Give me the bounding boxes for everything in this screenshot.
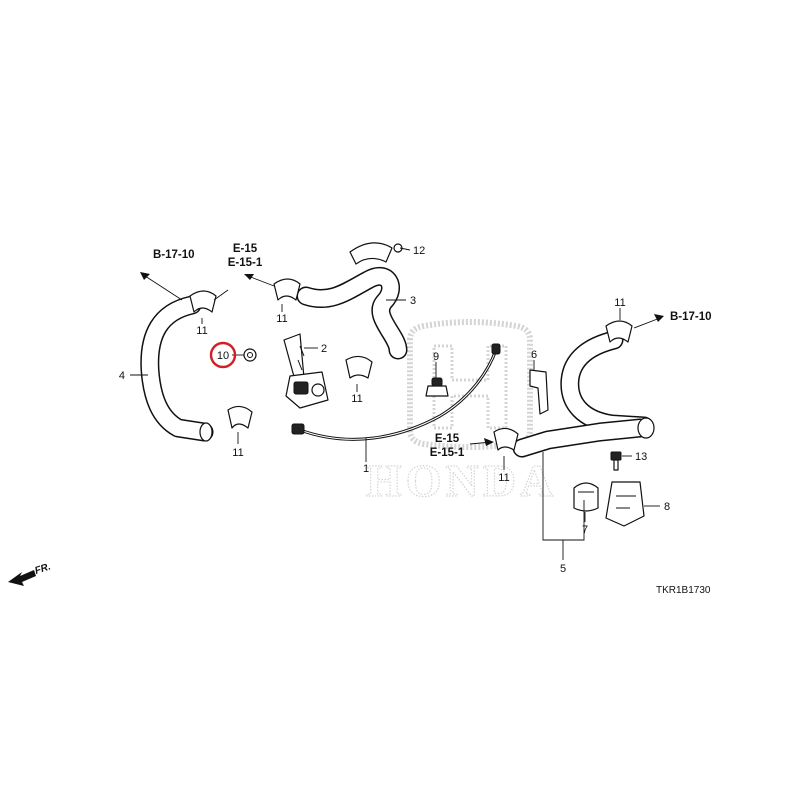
callout-labels: 4 2 3 12 10 1 9 6 5 7 8 13 11 11 11 11 1… <box>119 245 670 575</box>
clip-7 <box>573 482 599 512</box>
callout-11-left: 11 <box>196 325 207 337</box>
callout-13: 13 <box>635 451 647 463</box>
hose-4 <box>140 295 214 442</box>
reference-labels: B-17-10 E-15 E-15-1 B-17-10 E-15 E-15-1 <box>153 243 712 459</box>
callout-8: 8 <box>664 501 670 513</box>
callout-6: 6 <box>531 349 537 361</box>
grommet-9 <box>425 377 449 397</box>
honda-wordmark: HONDA <box>366 455 557 506</box>
callout-11-lower-right: 11 <box>498 472 509 484</box>
honda-emblem-icon <box>407 319 533 450</box>
front-marker: FR. <box>8 561 52 586</box>
bracket-8 <box>605 481 645 527</box>
front-arrow-icon <box>8 570 36 586</box>
hose-5 <box>512 330 655 458</box>
bolt-13 <box>610 451 622 471</box>
callout-3: 3 <box>410 295 416 307</box>
diagram-code: TKR1B1730 <box>656 585 711 596</box>
ref-e-15-1-top: E-15-1 <box>228 257 263 269</box>
ref-b-17-10-right: B-17-10 <box>670 311 712 323</box>
clamps-11 <box>189 278 633 451</box>
callout-4: 4 <box>119 370 125 382</box>
ref-e-15-1-mid: E-15-1 <box>430 447 465 459</box>
callout-11-center: 11 <box>276 313 287 325</box>
callout-5: 5 <box>560 563 566 575</box>
leader-lines <box>130 247 660 560</box>
cable-1 <box>291 343 501 441</box>
ref-e-15-top: E-15 <box>233 243 258 255</box>
callout-10: 10 <box>217 350 229 362</box>
callout-9: 9 <box>433 351 439 363</box>
clamp-12 <box>349 242 403 265</box>
highlight-circle <box>209 341 237 369</box>
callout-11-bottom: 11 <box>232 447 243 459</box>
callout-11-mid: 11 <box>351 393 362 405</box>
callout-12: 12 <box>413 245 425 257</box>
hose-3 <box>296 266 408 360</box>
front-label: FR. <box>34 561 53 576</box>
callout-11-right: 11 <box>614 297 625 309</box>
valve-2 <box>283 333 329 409</box>
honda-watermark: HONDA <box>365 319 557 507</box>
ref-b-17-10-left: B-17-10 <box>153 249 195 261</box>
ref-e-15-mid: E-15 <box>435 433 460 445</box>
bracket-6 <box>529 369 549 415</box>
reference-arrows <box>140 272 664 446</box>
callout-7: 7 <box>582 524 588 536</box>
callout-1: 1 <box>363 463 369 475</box>
callout-2: 2 <box>321 343 327 355</box>
grommet-10 <box>243 348 257 362</box>
